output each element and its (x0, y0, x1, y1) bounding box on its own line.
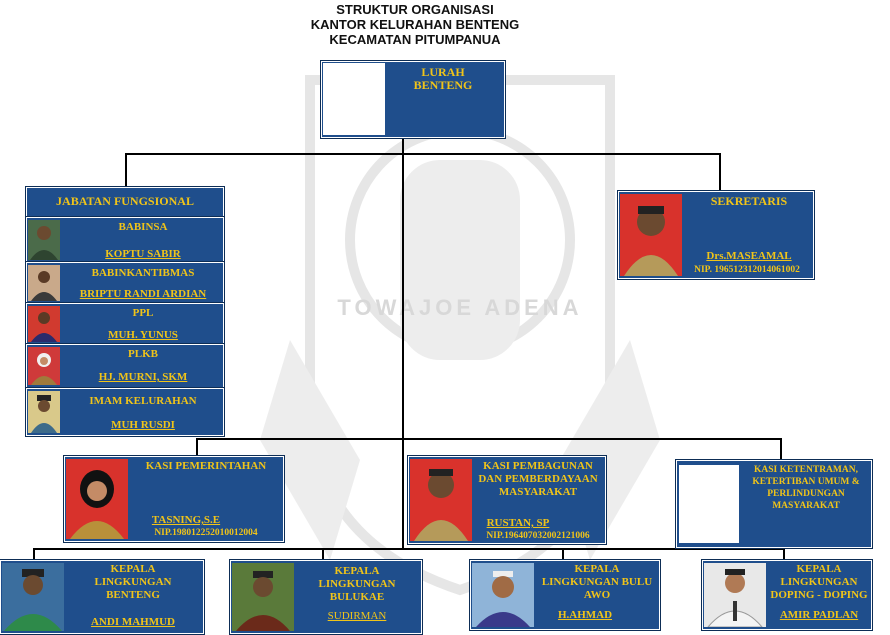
lurah-box: LURAH BENTENG (321, 61, 505, 138)
kasi-pembangunan-photo (410, 459, 472, 541)
sekretaris-photo (620, 194, 682, 276)
kasi-pemerintahan-title: KASI PEMERINTAHAN (145, 460, 267, 472)
fungsional-heading: JABATAN FUNGSIONAL (56, 194, 194, 208)
kasi-pemerintahan-nip: NIP.198012252010012004 (154, 528, 258, 538)
connector-sekretaris (719, 153, 721, 191)
imam-photo (28, 391, 60, 433)
person-photo-icon (66, 459, 128, 539)
kasi-pembangunan-nip: NIP.196407032002121006 (486, 531, 590, 541)
lingkungan-benteng-name: ANDI MAHMUD (90, 616, 175, 628)
ppl-name: MUH. YUNUS (108, 329, 178, 341)
lingkungan-bulukae-box: KEPALA LINGKUNGAN BULUKAE SUDIRMAN (230, 560, 422, 634)
plkb-role: PLKB (128, 348, 158, 360)
connector-kasi-3 (780, 438, 782, 460)
person-photo-icon (28, 347, 60, 385)
person-photo-icon (472, 563, 534, 627)
lingkungan-doping-title: KEPALA LINGKUNGAN DOPING - DOPING (770, 563, 868, 601)
lingkungan-doping-photo (704, 563, 766, 627)
lingkungan-buluawo-title: KEPALA LINGKUNGAN BULU AWO (541, 563, 653, 601)
babinkantibmas-role: BABINKANTIBMAS (91, 267, 195, 279)
lingkungan-doping-name: AMIR PADLAN (779, 609, 859, 621)
fungsional-header-box: JABATAN FUNGSIONAL (26, 187, 224, 217)
person-photo-icon (28, 265, 60, 301)
ppl-role: PPL (132, 307, 154, 319)
babinkantibmas-photo (28, 265, 60, 301)
fungsional-item-imam: IMAM KELURAHAN MUH RUSDI (26, 388, 224, 436)
imam-role: IMAM KELURAHAN (89, 395, 197, 407)
imam-name: MUH RUSDI (111, 419, 175, 431)
connector-kasi-horizontal (196, 438, 782, 440)
plkb-name: HJ. MURNI, SKM (98, 371, 188, 383)
connector-top-horizontal (125, 153, 721, 155)
kasi-pembangunan-title: KASI PEMBAGUNAN DAN PEMBERDAYAAN MASYARA… (478, 460, 598, 498)
lingkungan-bulukae-name: SUDIRMAN (327, 610, 387, 622)
kasi-ketentraman-box: KASI KETENTRAMAN, KETERTIBAN UMUM & PERL… (676, 460, 872, 548)
babinsa-photo (28, 220, 60, 260)
person-photo-icon (232, 563, 294, 631)
connector-lingkungan-horizontal (33, 548, 785, 550)
lingkungan-doping-box: KEPALA LINGKUNGAN DOPING - DOPING AMIR P… (702, 560, 872, 630)
person-photo-icon (28, 391, 60, 433)
kasi-ketentraman-photo-placeholder (679, 465, 739, 543)
lurah-title: LURAH BENTENG (413, 65, 473, 92)
kasi-ketentraman-title: KASI KETENTRAMAN, KETERTIBAN UMUM & PERL… (752, 465, 860, 511)
kasi-pembangunan-box: KASI PEMBAGUNAN DAN PEMBERDAYAAN MASYARA… (408, 456, 606, 544)
connector-lingkungan-3 (562, 548, 564, 560)
person-photo-icon (2, 563, 64, 631)
sekretaris-box: SEKRETARIS Drs.MASEAMAL NIP. 19651231201… (618, 191, 814, 279)
lingkungan-bulukae-photo (232, 563, 294, 631)
sekretaris-nip: NIP. 196512312014061002 (694, 265, 800, 275)
lingkungan-buluawo-name: H.AHMAD (557, 609, 613, 621)
connector-lingkungan-2 (322, 548, 324, 560)
watermark-text: TOWAJOE ADENA (337, 295, 582, 320)
sekretaris-title: SEKRETARIS (710, 194, 788, 208)
plkb-photo (28, 347, 60, 385)
babinkantibmas-name: BRIPTU RANDI ARDIAN (79, 288, 207, 300)
header-line-2: KANTOR KELURAHAN BENTENG (310, 17, 520, 32)
header-line-3: KECAMATAN PITUMPANUA (329, 32, 501, 47)
connector-kasi-1 (196, 438, 198, 456)
connector-lurah-down (402, 136, 404, 548)
kasi-pemerintahan-name: TASNING,S.E (151, 514, 221, 526)
lingkungan-benteng-title: KEPALA LINGKUNGAN BENTENG (94, 563, 172, 601)
sekretaris-name: Drs.MASEAMAL (706, 250, 792, 262)
person-photo-icon (620, 194, 682, 276)
lingkungan-bulukae-title: KEPALA LINGKUNGAN BULUKAE (318, 565, 396, 603)
kasi-pemerintahan-photo (66, 459, 128, 539)
lingkungan-benteng-box: KEPALA LINGKUNGAN BENTENG ANDI MAHMUD (0, 560, 204, 634)
person-photo-icon (28, 306, 60, 342)
fungsional-item-plkb: PLKB HJ. MURNI, SKM (26, 344, 224, 388)
lingkungan-buluawo-box: KEPALA LINGKUNGAN BULU AWO H.AHMAD (470, 560, 660, 630)
lingkungan-benteng-photo (2, 563, 64, 631)
lingkungan-buluawo-photo (472, 563, 534, 627)
babinsa-name: KOPTU SABIR (105, 248, 181, 260)
kasi-pemerintahan-box: KASI PEMERINTAHAN TASNING,S.E NIP.198012… (64, 456, 284, 542)
person-photo-icon (704, 563, 766, 627)
connector-lingkungan-1 (33, 548, 35, 560)
fungsional-item-ppl: PPL MUH. YUNUS (26, 303, 224, 345)
connector-fungsional (125, 153, 127, 187)
header-line-1: STRUKTUR ORGANISASI (336, 2, 494, 17)
ppl-photo (28, 306, 60, 342)
lurah-photo-placeholder (323, 63, 385, 135)
babinsa-role: BABINSA (118, 221, 168, 233)
person-photo-icon (28, 220, 60, 260)
fungsional-item-babinsa: BABINSA KOPTU SABIR (26, 217, 224, 263)
kasi-pembangunan-name: RUSTAN, SP (486, 517, 550, 529)
watermark-seal: TOWAJOE ADENA (260, 75, 660, 596)
connector-lingkungan-4 (783, 548, 785, 560)
person-photo-icon (410, 459, 472, 541)
fungsional-item-babinkantibmas: BABINKANTIBMAS BRIPTU RANDI ARDIAN (26, 262, 224, 304)
